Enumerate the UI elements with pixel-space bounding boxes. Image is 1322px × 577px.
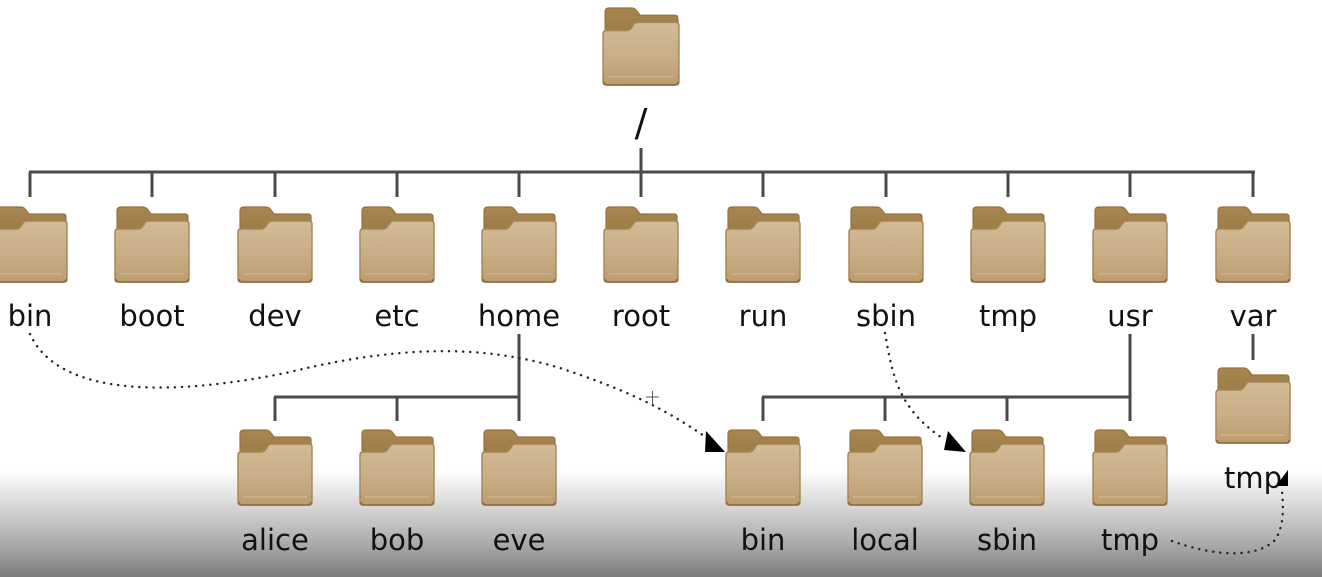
folder-icon [725, 206, 801, 283]
folder-icon [848, 206, 924, 283]
folder-node-usr-bin[interactable]: bin [725, 429, 801, 557]
folder-node-bob[interactable]: bob [359, 429, 435, 557]
folder-label: eve [493, 523, 546, 557]
folder-label: bin [8, 299, 53, 333]
folder-node-root[interactable]: root [603, 206, 679, 333]
folder-node-usr-sbin[interactable]: sbin [969, 429, 1045, 557]
folder-label: bin [741, 523, 786, 557]
folder-label: run [739, 299, 788, 333]
folder-icon [237, 206, 313, 283]
folder-icon [1215, 206, 1291, 283]
arrowhead-usr-bin [705, 431, 725, 452]
folder-node-usr[interactable]: usr [1092, 206, 1168, 333]
link-sbin-to-usr-sbin [883, 331, 947, 442]
folder-node-bin[interactable]: bin [0, 206, 68, 333]
crosshair-cursor-icon [646, 391, 659, 404]
folder-node-alice[interactable]: alice [237, 429, 313, 557]
folder-icon [1092, 429, 1168, 506]
folder-icon [725, 429, 801, 506]
folder-icon [970, 206, 1046, 283]
folder-node-dev[interactable]: dev [237, 206, 313, 333]
arrowhead-var-tmp [1276, 470, 1288, 486]
folder-node-home[interactable]: home [478, 206, 560, 333]
folder-label: var [1230, 299, 1277, 333]
folder-icon [0, 206, 68, 283]
folder-label: tmp [1101, 523, 1159, 557]
folder-node-boot[interactable]: boot [114, 206, 190, 333]
folder-label: bob [370, 523, 425, 557]
folder-label: sbin [856, 299, 916, 333]
folder-icon [237, 429, 313, 506]
folder-icon [1092, 206, 1168, 283]
folder-label: usr [1107, 299, 1152, 333]
folder-node-run[interactable]: run [725, 206, 801, 333]
folder-icon [602, 7, 680, 86]
folder-icon [114, 206, 190, 283]
folder-node-tmp[interactable]: tmp [970, 206, 1046, 333]
folder-label: tmp [979, 299, 1037, 333]
folder-node-eve[interactable]: eve [481, 429, 557, 557]
folder-icon [359, 206, 435, 283]
folder-icon [359, 429, 435, 506]
folder-icon [969, 429, 1045, 506]
folder-label: boot [119, 299, 184, 333]
folder-icon [1215, 367, 1291, 444]
folder-label: sbin [977, 523, 1037, 557]
folder-label: alice [241, 523, 309, 557]
folder-node-var-tmp[interactable]: tmp [1215, 367, 1291, 495]
folder-label: / [635, 101, 648, 145]
folder-label: etc [374, 299, 419, 333]
folder-icon [481, 206, 557, 283]
folder-node-root[interactable]: / [602, 7, 680, 145]
folder-node-var[interactable]: var [1215, 206, 1291, 333]
folder-label: home [478, 299, 560, 333]
arrowhead-usr-sbin [944, 431, 966, 452]
folder-node-usr-tmp[interactable]: tmp [1092, 429, 1168, 557]
folder-label: root [612, 299, 670, 333]
tree-connectors [28, 148, 1255, 421]
folder-node-usr-local[interactable]: local [847, 429, 923, 557]
folder-node-sbin[interactable]: sbin [848, 206, 924, 333]
folder-icon [847, 429, 923, 506]
folder-node-etc[interactable]: etc [359, 206, 435, 333]
folder-label: dev [248, 299, 301, 333]
folder-icon [603, 206, 679, 283]
folder-label: local [851, 523, 919, 557]
link-arrows [28, 331, 1288, 555]
folder-icon [481, 429, 557, 506]
link-usr-tmp-to-var-tmp [1170, 488, 1285, 555]
folder-label: tmp [1224, 461, 1282, 495]
link-bin-to-usr-bin [28, 332, 712, 442]
